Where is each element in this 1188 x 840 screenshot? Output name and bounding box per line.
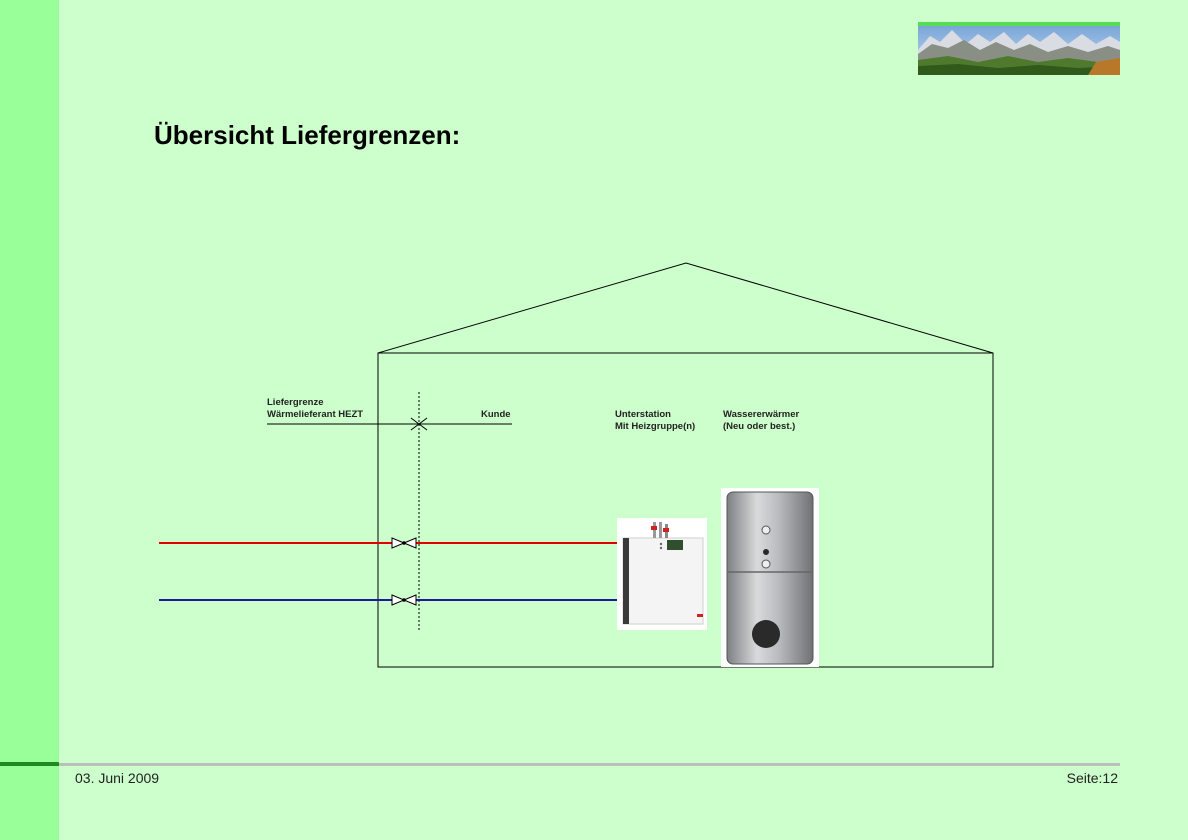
mountain-logo (918, 22, 1120, 75)
substation-label-line1: Unterstation (615, 409, 671, 420)
water-heater-label-line1: Wassererwärmer (723, 409, 800, 420)
house-roof (377, 262, 994, 354)
valve-icon (391, 537, 417, 549)
water-heater-label: Wassererwärmer (Neu oder best.) (723, 409, 799, 433)
water-heater-tank (721, 488, 819, 667)
substation-label: Unterstation Mit Heizgruppe(n) (615, 409, 695, 433)
boundary-label-line2: Wärmelieferant HEZT (267, 409, 364, 420)
substation-unit (617, 518, 707, 630)
footer-page-number: Seite:12 (1066, 770, 1118, 786)
customer-label: Kunde (481, 409, 511, 420)
boundary-mark (410, 417, 428, 431)
footer-accent-bar (0, 762, 59, 766)
substation-label-line2: Mit Heizgruppe(n) (615, 421, 696, 432)
footer-divider (59, 763, 1120, 766)
slide-title: Übersicht Liefergrenzen: (154, 120, 461, 150)
footer-date: 03. Juni 2009 (75, 770, 160, 786)
left-band (0, 0, 59, 840)
water-heater-label-line2: (Neu oder best.) (723, 421, 796, 432)
valve-icon (391, 594, 417, 606)
boundary-label: Liefergrenze Wärmelieferant HEZT (267, 397, 363, 421)
boundary-label-line1: Liefergrenze (267, 397, 324, 408)
house-outline (377, 352, 994, 668)
